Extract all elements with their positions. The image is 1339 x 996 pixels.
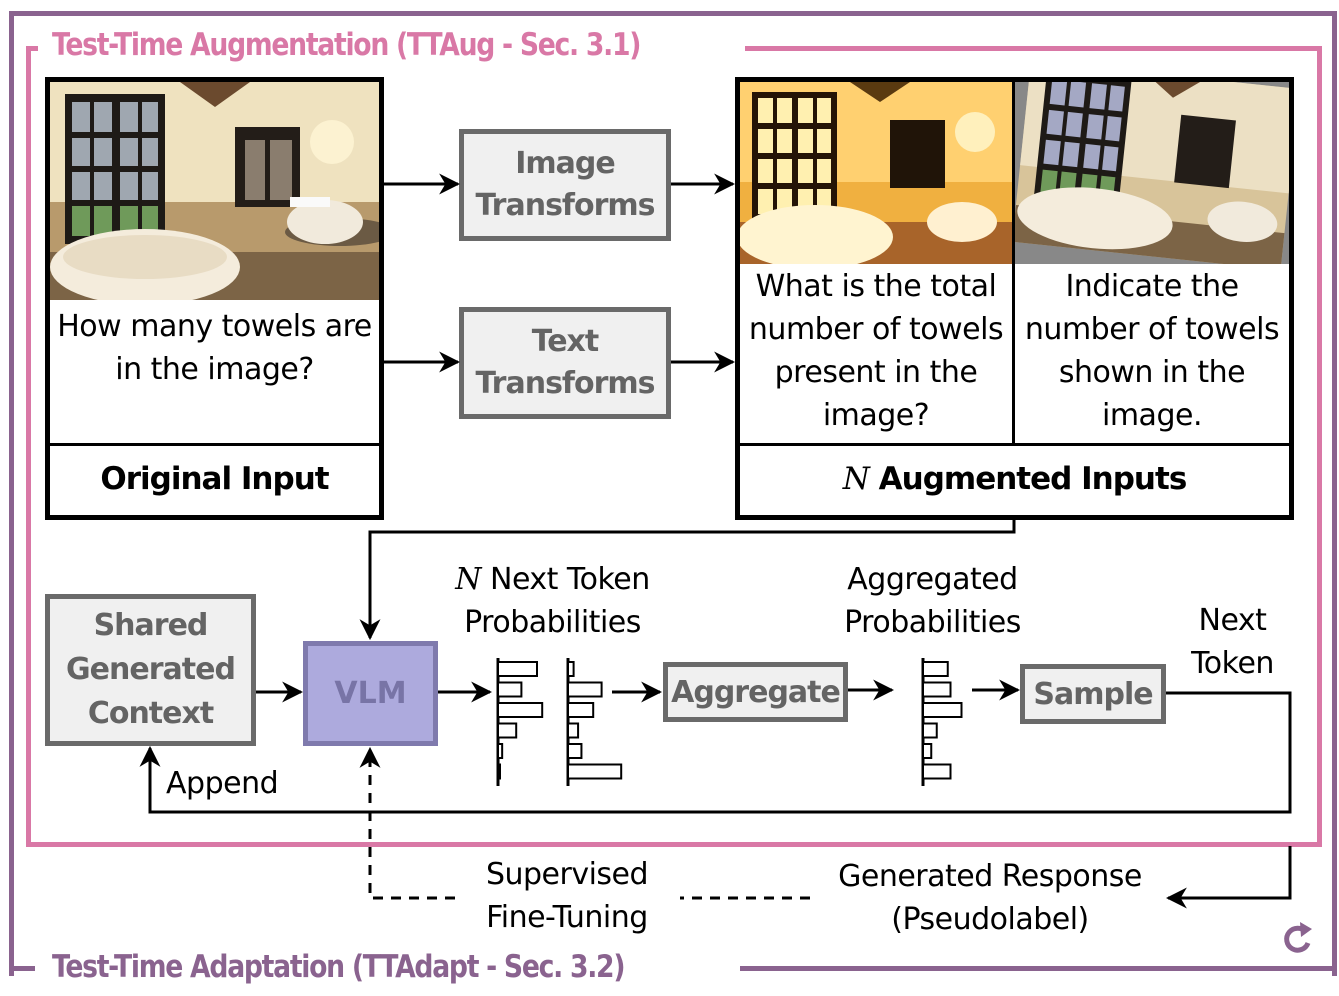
- augmented-question-2: Indicate the number of towels shown in t…: [1024, 269, 1280, 433]
- bathroom-photo: [50, 82, 379, 300]
- image-transforms-box: Image Transforms: [459, 129, 671, 241]
- divider: [740, 443, 1289, 446]
- histogram-distribution-2: [566, 658, 623, 786]
- pseudolabel-text: (Pseudolabel): [891, 902, 1089, 937]
- rotated-bathroom-photo: [1015, 82, 1289, 264]
- generated-response-label: Generated Response (Pseudolabel): [815, 855, 1165, 941]
- original-input-panel: How many towels are in the image? Origin…: [45, 77, 384, 520]
- augmented-image-2: [1015, 82, 1289, 264]
- append-label: Append: [166, 766, 279, 801]
- histogram-bar: [497, 661, 538, 677]
- original-question: How many towels are in the image?: [57, 309, 372, 387]
- histogram-bar: [922, 702, 963, 718]
- vlm-label: VLM: [334, 676, 407, 711]
- shared-context-box: Shared Generated Context: [45, 594, 256, 746]
- divider: [50, 443, 379, 446]
- histogram-bar: [567, 661, 575, 677]
- histogram-bar: [567, 681, 603, 698]
- original-image: [50, 82, 379, 300]
- aggregated-probs-label: Aggregated Probabilities: [844, 562, 1021, 640]
- arrow-augmented-to-vlm: [359, 520, 1016, 641]
- histogram-aggregated: [921, 658, 963, 786]
- aggregate-box: Aggregate: [663, 662, 848, 722]
- n-symbol: N: [842, 461, 870, 497]
- text-transforms-box: Text Transforms: [459, 307, 671, 419]
- sft-label: Supervised Fine-Tuning: [485, 857, 649, 935]
- histogram-bar: [567, 743, 583, 759]
- adaptation-frame-bottom-left: [9, 966, 35, 971]
- adaptation-frame: [9, 11, 1337, 976]
- image-transforms-label: Image Transforms: [475, 146, 656, 223]
- augmented-inputs-label: N Augmented Inputs: [740, 464, 1289, 495]
- arrow-next-token-append-loop: [139, 691, 1292, 814]
- original-input-label: Original Input: [100, 461, 329, 497]
- augmented-image-1: [740, 82, 1012, 264]
- jittered-bathroom-photo: [740, 82, 1012, 264]
- shared-context-label: Shared Generated Context: [66, 608, 236, 731]
- histogram-bar: [497, 722, 518, 739]
- refresh-icon: [1284, 922, 1312, 953]
- histogram-bar: [922, 681, 952, 698]
- histogram-bar: [922, 763, 952, 780]
- histogram-bar: [922, 743, 933, 759]
- next-token-probs-label: N Next Token Probabilities: [425, 558, 680, 644]
- histogram-bar: [567, 763, 623, 780]
- next-token-probs-text: Next Token Probabilities: [464, 562, 650, 640]
- histogram-bar: [922, 661, 949, 677]
- vlm-box: VLM: [303, 641, 438, 746]
- histogram-bar: [497, 743, 504, 759]
- sample-box: Sample: [1020, 664, 1166, 724]
- aggregate-label: Aggregate: [671, 674, 841, 710]
- histogram-distribution-1: [496, 658, 544, 786]
- augmented-question-1: What is the total number of towels prese…: [748, 269, 1004, 433]
- augmentation-section-title: Test-Time Augmentation (TTAug - Sec. 3.1…: [52, 27, 641, 63]
- sample-label: Sample: [1033, 676, 1153, 712]
- augmentation-frame-top-left: [26, 46, 38, 51]
- histogram-bar: [497, 702, 544, 718]
- augmentation-frame-top-right: [745, 46, 1317, 51]
- histogram-bar: [567, 722, 580, 739]
- arrow-to-generated-response: [1165, 846, 1292, 909]
- dashed-sft-path-left: [359, 746, 455, 900]
- text-transforms-label: Text Transforms: [475, 324, 656, 401]
- histogram-bar: [922, 722, 938, 739]
- generated-response-text: Generated Response: [838, 859, 1142, 894]
- adaptation-section-title: Test-Time Adaptation (TTAdapt - Sec. 3.2…: [52, 949, 626, 985]
- histogram-bar: [497, 763, 501, 780]
- augmented-inputs-text: Augmented Inputs: [878, 461, 1188, 497]
- next-token-label: Next Token: [1191, 603, 1274, 681]
- n-symbol: N: [455, 562, 481, 597]
- adaptation-frame-bottom-right: [740, 966, 1332, 971]
- augmented-inputs-panel: What is the total number of towels prese…: [735, 77, 1294, 520]
- histogram-bar: [567, 702, 595, 718]
- histogram-bar: [497, 681, 523, 698]
- augmentation-frame: [26, 46, 1322, 847]
- divider: [1012, 82, 1015, 443]
